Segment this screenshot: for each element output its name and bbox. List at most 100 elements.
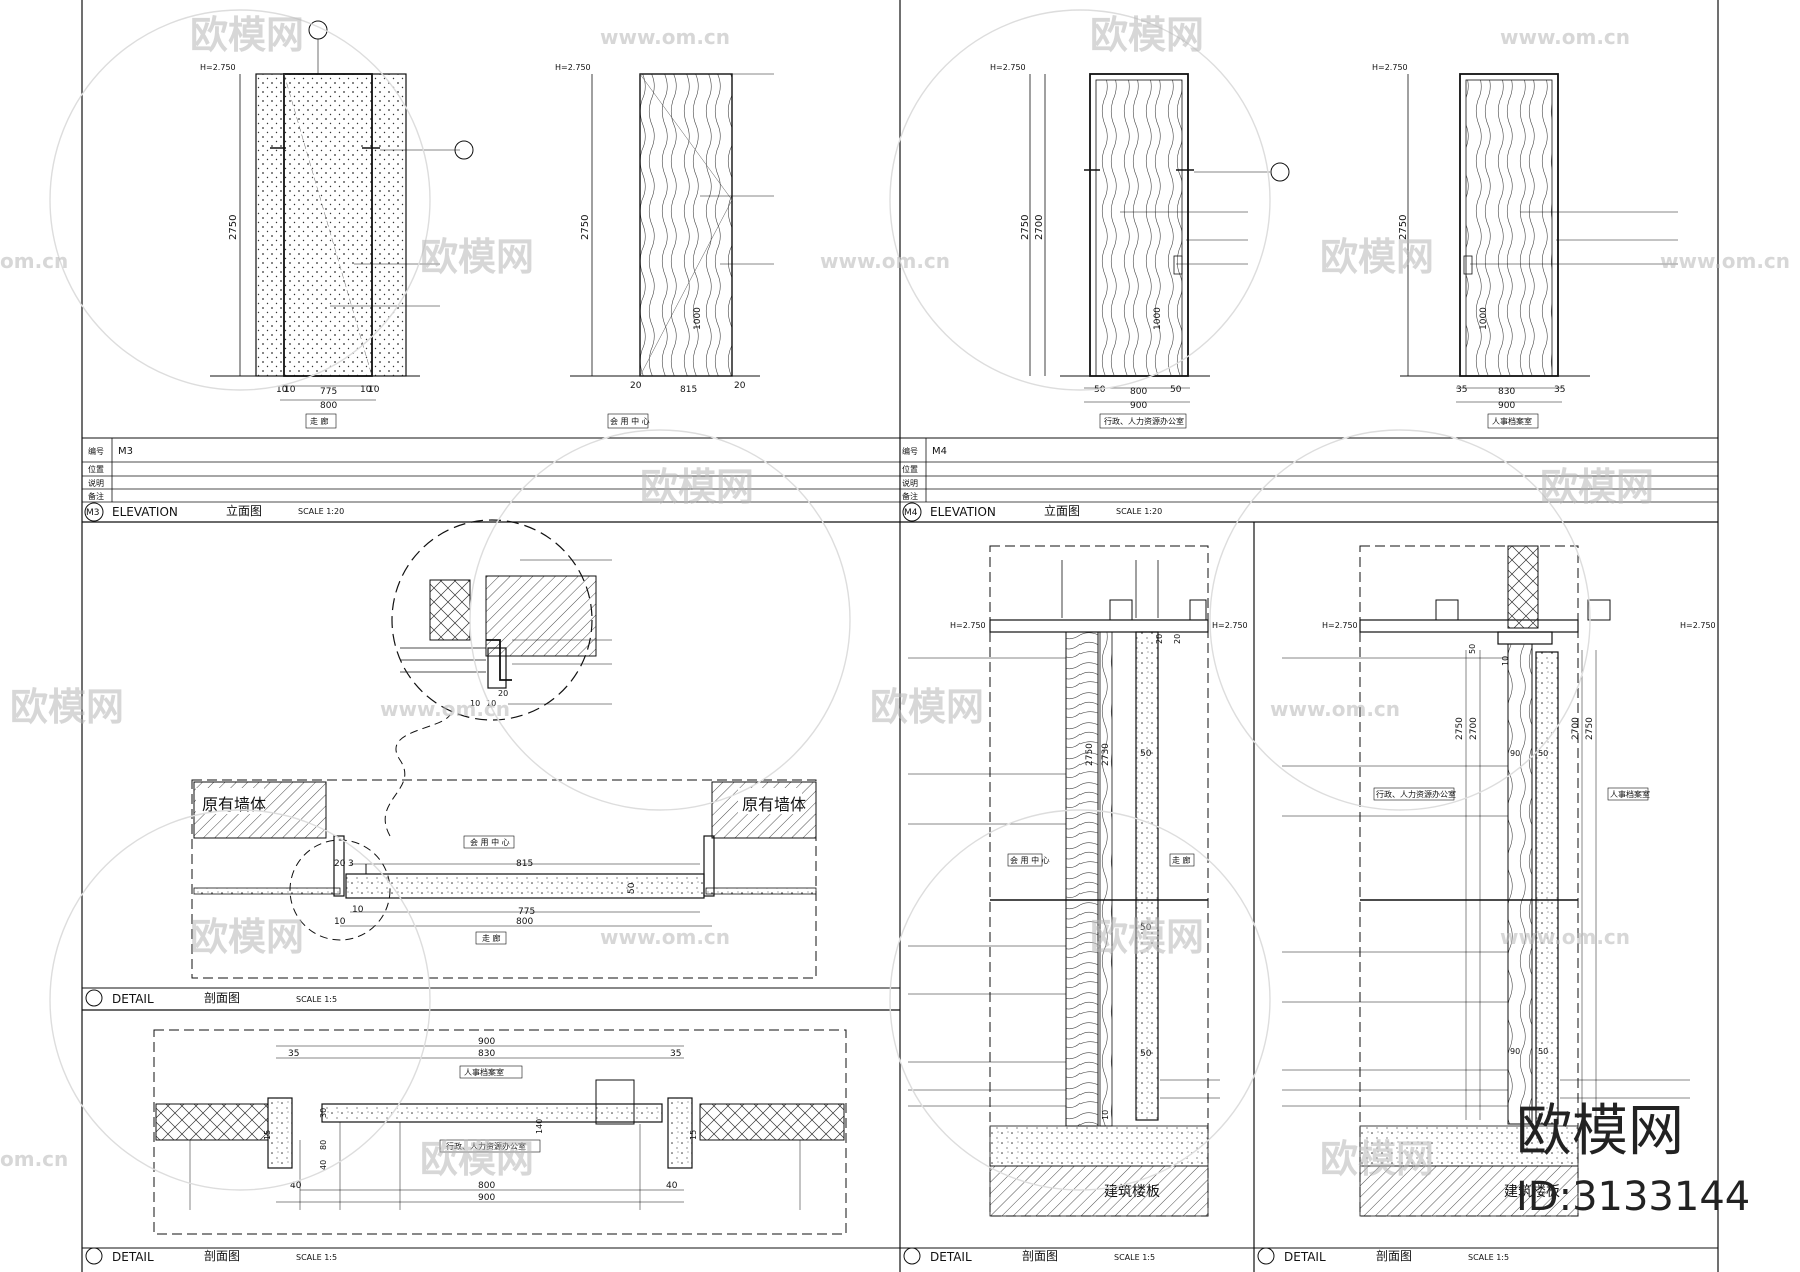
detail-d-h-right: H=2.750	[1680, 621, 1716, 630]
detail-c-dim-4: 50	[1140, 923, 1152, 933]
detail-c-slab: 建筑楼板	[1104, 1184, 1160, 1200]
m4-left-height-2: 2700	[1034, 215, 1045, 240]
detail-d-dim-5: 90	[1510, 749, 1520, 758]
detail-b-dim-side-6: 40	[319, 1160, 328, 1170]
detail-c-label: DETAIL	[930, 1250, 972, 1264]
detail-d-dim-2: 2700	[1469, 717, 1479, 740]
detail-a-bubble	[85, 989, 103, 1007]
detail-d-drawing	[1282, 545, 1690, 1217]
detail-b-dim-top-2: 830	[478, 1049, 495, 1059]
detail-d-dim-7: 90	[1510, 1047, 1520, 1056]
m4-right-dim-3: 35	[1554, 385, 1565, 395]
detail-c-h-right: H=2.750	[1212, 621, 1248, 630]
m4-table-key-1: 编号	[902, 446, 918, 456]
m3-right-handle-h: 1000	[693, 307, 703, 330]
detail-d-dim-9: 50	[1468, 644, 1477, 654]
detail-a-drawing	[191, 519, 817, 979]
detail-a-dim-5: 20	[334, 859, 346, 869]
detail-d-room-right: 人事档案室	[1610, 789, 1650, 799]
detail-b-cn: 剖面图	[204, 1249, 240, 1263]
m3-table-key-2: 位置	[88, 464, 104, 474]
watermark-id: ID:3133144	[1516, 1174, 1750, 1220]
m4-left-elevation	[1029, 73, 1290, 429]
detail-a-dim-4: 50	[627, 882, 637, 894]
detail-c-dim-5: 50	[1140, 1049, 1152, 1059]
detail-d-dim-3: 2700	[1571, 717, 1581, 740]
m4-title-scale: SCALE 1:20	[1116, 507, 1162, 516]
m3-table-val-1: M3	[118, 446, 133, 457]
detail-b-room-bottom: 行政、人力资源办公室	[446, 1141, 526, 1151]
detail-b-room-top: 人事档案室	[464, 1067, 504, 1077]
detail-a-callout-dim-2: 10	[486, 699, 496, 708]
watermark-url-short-1: om.cn	[0, 249, 68, 273]
detail-b-label: DETAIL	[112, 1250, 154, 1264]
detail-b-bubble	[85, 1247, 103, 1265]
detail-d-title: DETAIL 剖面图 SCALE 1:5	[1257, 1247, 1509, 1265]
detail-d-room-left: 行政、人力资源办公室	[1376, 789, 1456, 799]
watermark-brand-1: 欧模网	[190, 13, 304, 57]
m4-right-total: 900	[1498, 401, 1515, 411]
detail-c-room-left: 会 用 中 心	[1010, 855, 1050, 865]
m3-right-dim-2: 815	[680, 385, 697, 395]
watermark-url-5: www.om.cn	[380, 697, 510, 721]
m4-right-elevation	[1400, 73, 1678, 429]
detail-a-dim-1: 815	[516, 859, 533, 869]
m3-left-room: 走 廊	[310, 416, 329, 426]
m3-title-cn: 立面图	[226, 503, 262, 518]
detail-d-h-left: H=2.750	[1322, 621, 1358, 630]
m4-left-dim-3: 50	[1170, 385, 1182, 395]
watermark-url-short-2: om.cn	[0, 1147, 68, 1171]
watermark-url-2: www.om.cn	[1500, 25, 1630, 49]
m3-title-scale: SCALE 1:20	[298, 507, 344, 516]
detail-c-dim-7: 20	[1173, 634, 1182, 644]
m3-title-label: ELEVATION	[112, 505, 178, 519]
m3-left-elevation	[210, 20, 474, 429]
detail-d-bubble	[1257, 1247, 1275, 1265]
m3-left-dim-3: 775	[320, 387, 337, 397]
m4-left-h-mark: H=2.750	[990, 63, 1026, 72]
detail-a-room-bottom: 走 廊	[482, 933, 501, 943]
watermark-brand-6: 欧模网	[1540, 465, 1654, 509]
watermark-brand-9: 欧模网	[190, 915, 304, 959]
detail-b-dim-side-2: 140	[535, 1119, 544, 1134]
detail-a-scale: SCALE 1:5	[296, 995, 337, 1004]
m3-left-dim-5: 10	[368, 385, 380, 395]
m4-right-h-mark: H=2.750	[1372, 63, 1408, 72]
detail-a-room-top: 会 用 中 心	[470, 837, 510, 847]
m4-title-code: M4	[904, 508, 918, 518]
watermark-brand-7: 欧模网	[10, 685, 124, 729]
detail-d-dim-4: 2750	[1585, 717, 1595, 740]
watermark-url-8: www.om.cn	[1500, 925, 1630, 949]
detail-d-dim-10: 10	[1501, 656, 1510, 666]
detail-d-dim-6: 50	[1538, 749, 1548, 758]
detail-a-callout-dim-3: 20	[498, 689, 508, 698]
detail-d-dim-1: 2750	[1455, 717, 1465, 740]
detail-c-dim-1: 2750	[1085, 743, 1095, 766]
watermark-url-3: www.om.cn	[820, 249, 950, 273]
m4-title-bubble	[902, 502, 922, 522]
m4-table-key-2: 位置	[902, 464, 918, 474]
watermark-brand-5: 欧模网	[640, 465, 754, 509]
detail-a-dim-2: 775	[518, 907, 535, 917]
m4-right-handle-h: 1000	[1479, 307, 1489, 330]
watermark-brand-8: 欧模网	[870, 685, 984, 729]
m4-left-room: 行政、人力资源办公室	[1104, 416, 1184, 426]
sheet-frame	[81, 0, 1719, 1272]
detail-b-dim-bottom-3: 40	[290, 1181, 302, 1191]
m4-left-total: 900	[1130, 401, 1147, 411]
m4-schedule-table: 编号 M4 位置 说明 备注	[902, 446, 947, 501]
detail-a-dim-7: 10	[352, 905, 364, 915]
m3-right-height: 2750	[580, 215, 591, 240]
m3-right-room: 会 用 中 心	[610, 416, 650, 426]
detail-d-dim-8: 50	[1538, 1047, 1548, 1056]
detail-b-title: DETAIL 剖面图 SCALE 1:5	[85, 1247, 337, 1265]
detail-c-drawing	[908, 545, 1220, 1217]
watermark-brand-4: 欧模网	[1320, 235, 1434, 279]
m3-table-key-4: 备注	[88, 491, 104, 501]
detail-a-dim-3: 800	[516, 917, 533, 927]
watermark-url-7: www.om.cn	[600, 925, 730, 949]
m4-title-label: ELEVATION	[930, 505, 996, 519]
detail-c-scale: SCALE 1:5	[1114, 1253, 1155, 1262]
m3-right-elevation	[570, 73, 774, 429]
detail-a-dim-6: 3	[348, 859, 354, 869]
